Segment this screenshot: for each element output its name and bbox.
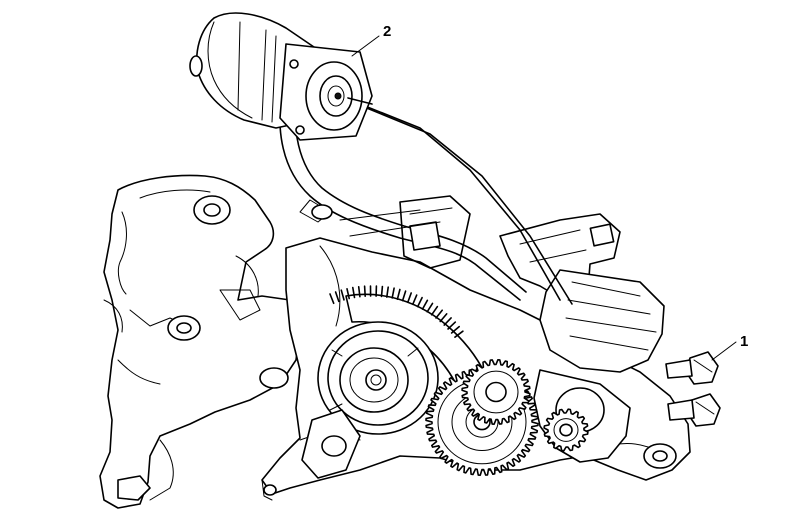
sector-tooth <box>430 305 439 316</box>
sector-tooth <box>450 325 461 334</box>
sector-tooth <box>396 288 401 301</box>
sector-tooth <box>391 287 395 299</box>
drive-motor <box>189 12 373 141</box>
gear-mid-ring <box>473 370 519 414</box>
callout-2-leader <box>351 35 380 57</box>
pulley-hub-nut <box>365 369 387 391</box>
gear-small-ring <box>553 418 579 442</box>
sector-tooth <box>357 285 361 298</box>
sector-tooth <box>416 296 423 308</box>
callout-1-group: 1 <box>711 333 748 361</box>
linkage-block <box>409 221 441 251</box>
sector-tooth <box>426 302 434 313</box>
sector-tooth <box>443 317 452 326</box>
housing-stud <box>263 484 277 496</box>
sector-tooth <box>334 291 340 303</box>
sector-tooth <box>380 285 384 298</box>
sector-tooth <box>406 292 413 304</box>
bolt-upper <box>665 351 719 385</box>
callout-1-leader <box>711 341 737 361</box>
gear-train <box>425 359 589 476</box>
motor-end-cap <box>189 55 203 77</box>
bolt-lower <box>667 393 721 427</box>
linkage-arms <box>279 89 573 305</box>
linkage-pivot <box>311 204 333 220</box>
sector-tooth <box>454 330 464 339</box>
sector-tooth <box>421 299 429 310</box>
callout-1-label: 1 <box>740 333 748 350</box>
sector-gear-teeth <box>329 285 464 339</box>
bracket-pivot-boss <box>259 367 289 389</box>
drive-pulley <box>301 321 439 479</box>
sector-tooth <box>447 321 457 330</box>
sector-tooth <box>329 293 335 305</box>
flange-hole-lower <box>295 125 305 135</box>
sector-tooth <box>351 286 356 299</box>
callout-2-label: 2 <box>383 23 391 40</box>
callout-2-group: 2 <box>351 23 391 57</box>
mounting-bracket <box>99 174 301 509</box>
sector-tooth <box>363 285 367 298</box>
sector-tooth <box>346 287 351 300</box>
gear-mid-ring <box>485 381 507 403</box>
sector-tooth <box>435 309 444 319</box>
sector-tooth <box>340 289 345 301</box>
intermediate-gear <box>461 359 531 425</box>
gear-small-ring <box>559 423 573 437</box>
flange-hole-upper <box>289 59 299 69</box>
sector-tooth <box>401 290 407 302</box>
sector-tooth <box>439 313 448 323</box>
pinion-gear <box>543 408 589 452</box>
sector-tooth <box>411 294 418 306</box>
sector-tooth <box>385 286 390 298</box>
